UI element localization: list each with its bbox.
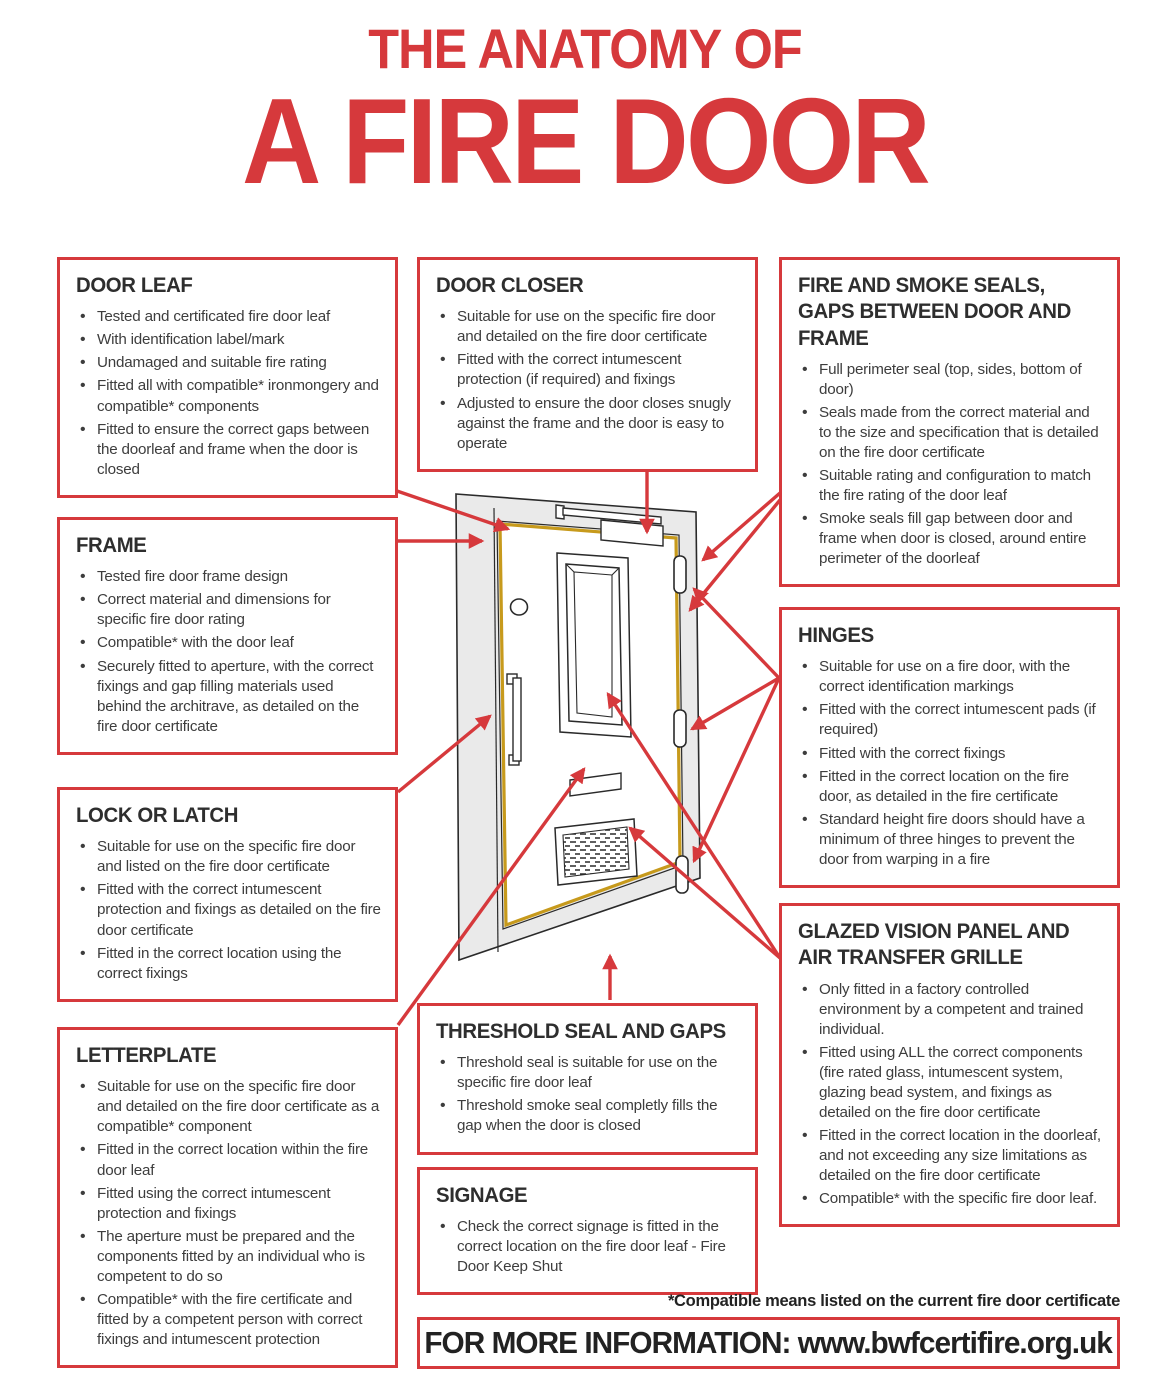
more-information-text: FOR MORE INFORMATION: www.bwfcertifire.o…: [424, 1325, 1114, 1360]
bullet-item: Securely fitted to aperture, with the co…: [76, 655, 381, 737]
bullet-item: Full perimeter seal (top, sides, bottom …: [798, 359, 1103, 400]
bullet-item: Suitable for use on the specific fire do…: [76, 1076, 381, 1137]
letterplate-box: LETTERPLATE Suitable for use on the spec…: [57, 1027, 398, 1369]
bullet-item: Threshold smoke seal completly fills the…: [436, 1095, 741, 1136]
hinges-title: HINGES: [798, 624, 874, 647]
glazed-vision-panel-bullets: Only fitted in a factory controlled envi…: [798, 978, 1103, 1209]
arrow-lock-latch: [396, 714, 492, 794]
lock-latch-title: LOCK OR LATCH: [76, 804, 239, 827]
frame-bullets: Tested fire door frame designCorrect mat…: [76, 566, 381, 737]
glazed-vision-panel-title: GLAZED VISION PANEL AND AIR TRANSFER GRI…: [798, 920, 1070, 970]
pull-handle-icon: [506, 673, 522, 766]
frame-box: FRAME Tested fire door frame designCorre…: [57, 517, 398, 755]
arrow-hinge-top: [692, 587, 781, 680]
bullet-item: Fitted in the correct location in the do…: [798, 1125, 1103, 1186]
frame-title: FRAME: [76, 534, 147, 557]
bullet-item: Compatible* with the door leaf: [76, 632, 381, 653]
bullet-item: Fitted with the correct intumescent prot…: [76, 879, 381, 940]
threshold-bullets: Threshold seal is suitable for use on th…: [436, 1052, 741, 1136]
door-closer-bullets: Suitable for use on the specific fire do…: [436, 306, 741, 454]
bullet-item: Fitted all with compatible* ironmongery …: [76, 375, 381, 416]
bullet-item: With identification label/mark: [76, 329, 381, 350]
letterplate-title: LETTERPLATE: [76, 1044, 217, 1067]
arrow-vision-panel: [606, 692, 782, 959]
more-information-bar: FOR MORE INFORMATION: www.bwfcertifire.o…: [417, 1317, 1120, 1369]
arrow-hinge-middle: [689, 676, 780, 731]
fire-smoke-seals-bullets: Full perimeter seal (top, sides, bottom …: [798, 359, 1103, 570]
lock-latch-box: LOCK OR LATCH Suitable for use on the sp…: [57, 787, 398, 1002]
bullet-item: Adjusted to ensure the door closes snugl…: [436, 392, 741, 454]
bullet-item: Tested and certificated fire door leaf: [76, 306, 381, 327]
arrow-hinge-bottom: [692, 677, 781, 864]
fire-smoke-seals-box: FIRE AND SMOKE SEALS, GAPS BETWEEN DOOR …: [779, 257, 1120, 588]
bullet-item: Suitable for use on the specific fire do…: [76, 836, 381, 877]
fire-smoke-seals-title: FIRE AND SMOKE SEALS, GAPS BETWEEN DOOR …: [798, 274, 1071, 350]
door-leaf-title: DOOR LEAF: [76, 274, 193, 297]
door-closer-box: DOOR CLOSER Suitable for use on the spec…: [417, 257, 758, 472]
page-title: THE ANATOMY OF A FIRE DOOR: [0, 18, 1170, 201]
vision-panel-icon: [556, 552, 632, 738]
bullet-item: Fitted in the correct location using the…: [76, 943, 381, 984]
bullet-item: Compatible* with the specific fire door …: [798, 1188, 1103, 1209]
lock-latch-bullets: Suitable for use on the specific fire do…: [76, 836, 381, 984]
bullet-item: Undamaged and suitable fire rating: [76, 352, 381, 373]
arrow-grille: [628, 826, 782, 960]
bullet-item: Correct material and dimensions for spec…: [76, 589, 381, 630]
glazed-vision-panel-box: GLAZED VISION PANEL AND AIR TRANSFER GRI…: [779, 903, 1120, 1228]
arrow-letterplate: [396, 767, 586, 1026]
air-transfer-grille-icon: [554, 818, 638, 886]
bullet-item: Only fitted in a factory controlled envi…: [798, 978, 1103, 1040]
bullet-item: Threshold seal is suitable for use on th…: [436, 1052, 741, 1093]
signage-bullets: Check the correct signage is fitted in t…: [436, 1216, 741, 1277]
door-leaf-box: DOOR LEAF Tested and certificated fire d…: [57, 257, 398, 498]
door-knob-icon: [509, 598, 529, 616]
bullet-item: Fitted using ALL the correct components …: [798, 1042, 1103, 1123]
bullet-item: Fitted with the correct intumescent pads…: [798, 699, 1103, 740]
bullet-item: Fitted in the correct location within th…: [76, 1139, 381, 1180]
bullet-item: Compatible* with the fire certificate an…: [76, 1289, 381, 1350]
bullet-item: Fitted with the correct intumescent prot…: [436, 349, 741, 390]
callout-arrows: [396, 468, 782, 1026]
bullet-item: Check the correct signage is fitted in t…: [436, 1216, 741, 1277]
door-leaf-bullets: Tested and certificated fire door leafWi…: [76, 306, 381, 480]
bullet-item: Smoke seals fill gap between door and fr…: [798, 508, 1103, 569]
threshold-title: THRESHOLD SEAL AND GAPS: [436, 1020, 726, 1043]
signage-title: SIGNAGE: [436, 1184, 528, 1207]
bullet-item: Fitted using the correct intumescent pro…: [76, 1183, 381, 1224]
arrow-door-leaf: [396, 489, 511, 533]
bullet-item: Tested fire door frame design: [76, 566, 381, 587]
bullet-item: Suitable for use on a fire door, with th…: [798, 656, 1103, 697]
threshold-box: THRESHOLD SEAL AND GAPS Threshold seal i…: [417, 1003, 758, 1155]
door-closer-title: DOOR CLOSER: [436, 274, 584, 297]
signage-box: SIGNAGE Check the correct signage is fit…: [417, 1167, 758, 1296]
hinges-box: HINGES Suitable for use on a fire door, …: [779, 607, 1120, 888]
bullet-item: Fitted to ensure the correct gaps betwee…: [76, 419, 381, 480]
compatible-footnote: *Compatible means listed on the current …: [667, 1292, 1120, 1310]
page-title-line1: THE ANATOMY OF: [368, 17, 802, 80]
bullet-item: The aperture must be prepared and the co…: [76, 1226, 381, 1287]
hinge-top-icon: [673, 555, 687, 594]
bullet-item: Standard height fire doors should have a…: [798, 809, 1103, 870]
bullet-item: Fitted in the correct location on the fi…: [798, 766, 1103, 807]
arrow-seals-top: [701, 491, 782, 562]
bullet-item: Suitable for use on the specific fire do…: [436, 306, 741, 347]
letterplate-bullets: Suitable for use on the specific fire do…: [76, 1076, 381, 1350]
bullet-item: Seals made from the correct material and…: [798, 402, 1103, 463]
hinge-middle-icon: [673, 709, 687, 748]
bullet-item: Fitted with the correct fixings: [798, 742, 1103, 763]
arrow-seals-side: [688, 498, 782, 612]
page-title-line2: A FIRE DOOR: [241, 72, 931, 209]
hinges-bullets: Suitable for use on a fire door, with th…: [798, 656, 1103, 870]
bullet-item: Suitable rating and configuration to mat…: [798, 465, 1103, 506]
